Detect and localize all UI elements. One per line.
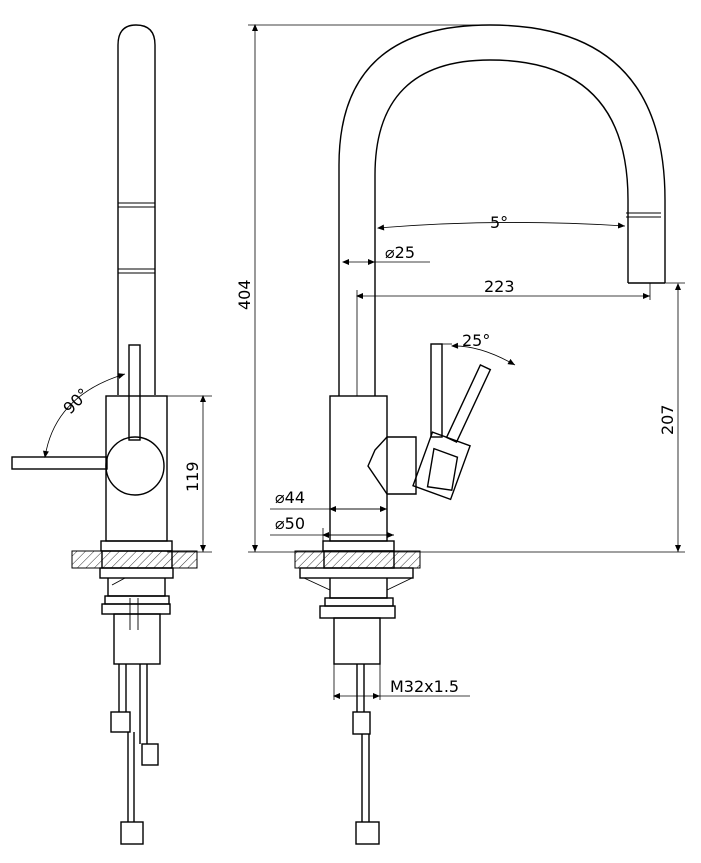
dim-angle-lever-front: 90° [59,384,92,417]
dim-total-height: 404 [235,279,254,310]
dim-spout-angle: 5° [490,213,508,232]
dim-spout-height: 207 [658,404,677,435]
dim-spout-diameter: ⌀25 [385,243,415,262]
front-view: 90° 119 [11,24,212,845]
side-view: 404 5° ⌀25 223 25° 207 ⌀44 ⌀50 [235,24,685,845]
dim-reach: 223 [484,277,515,296]
dim-lever-angle: 25° [462,331,490,350]
dim-thread: M32x1.5 [390,677,459,696]
dim-body-diameter: ⌀44 [275,488,305,507]
dim-height-body: 119 [183,461,202,492]
dim-base-diameter: ⌀50 [275,514,305,533]
